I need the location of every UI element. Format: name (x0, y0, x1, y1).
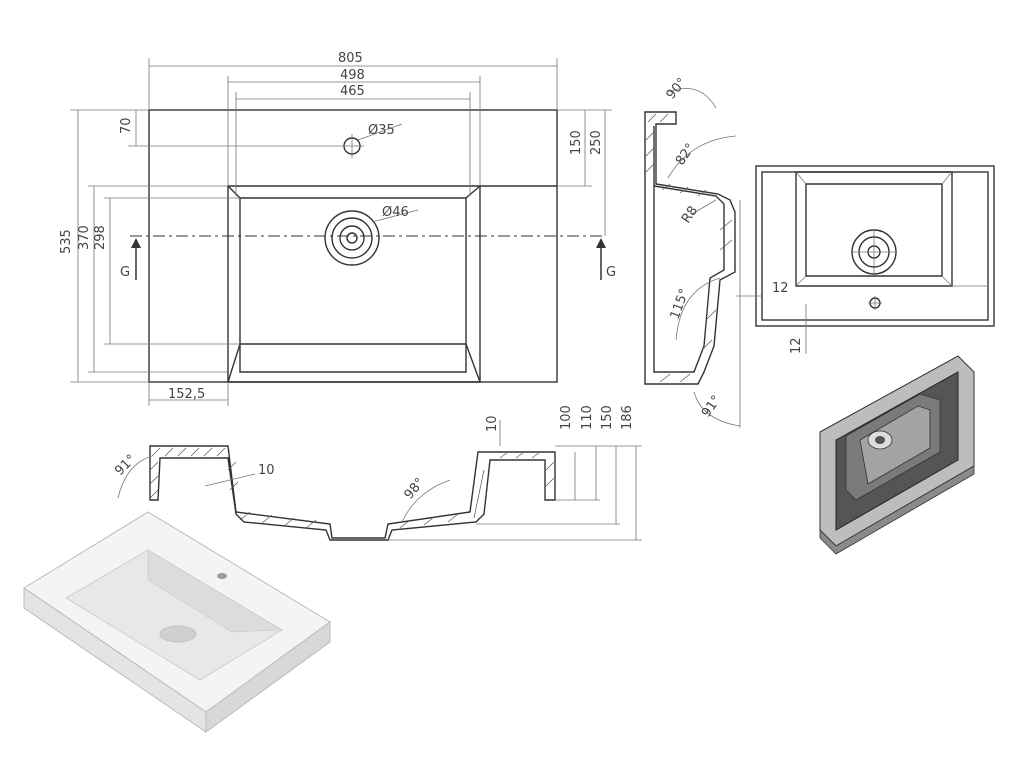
dim-tap-offset: 70 (119, 117, 134, 134)
dim-width-overall: 805 (338, 51, 363, 66)
dim-ledge-width: 152,5 (168, 387, 205, 402)
dim-150: 150 (569, 130, 584, 155)
bottom-view-outline (755, 165, 995, 327)
dim-depth-inner: 298 (93, 225, 108, 250)
angle-top: 90° (664, 75, 690, 102)
side-section: 90° 82° R8 115° 91° (644, 75, 741, 428)
basin-inner (239, 197, 467, 373)
angle-left: 91° (112, 452, 139, 479)
front-section: 10 10 91° 98° 100 110 150 186 (112, 405, 642, 541)
render-underside (819, 355, 975, 555)
dim-wall-top: 10 (485, 415, 500, 432)
dim-h110: 110 (580, 405, 595, 430)
section-label-right: G (606, 265, 616, 280)
angle-82: 82° (673, 141, 699, 168)
dim-depth-overall: 535 (59, 229, 74, 254)
dim-drain-diameter: Ø46 (382, 205, 409, 220)
radius-r8: R8 (679, 204, 701, 227)
angle-bottom: 91° (699, 393, 725, 420)
dim-bottom-thickness: 10 (258, 463, 275, 478)
dim-width-basin: 498 (340, 68, 365, 83)
basin-outer (227, 185, 481, 383)
front-section-profile (149, 445, 556, 541)
drain-center (346, 232, 358, 244)
dim-h186: 186 (620, 405, 635, 430)
render-top (23, 511, 331, 733)
top-view-outline (148, 109, 558, 383)
drain-outer (324, 210, 380, 266)
angle-basin: 98° (402, 475, 428, 502)
top-view: G G 805 498 465 152,5 Ø35 Ø46 535 (59, 51, 616, 406)
dim-tap-diameter: Ø35 (368, 123, 395, 138)
bottom-view: 12 12 (736, 165, 995, 354)
section-label-left: G (120, 265, 130, 280)
dim-depth-basin: 370 (77, 225, 92, 250)
dim-12-vertical: 12 (789, 337, 804, 354)
dim-250: 250 (589, 130, 604, 155)
dim-12-horizontal: 12 (772, 281, 789, 296)
dim-width-inner: 465 (340, 84, 365, 99)
dim-h150: 150 (600, 405, 615, 430)
angle-115: 115° (668, 287, 693, 322)
side-section-profile (644, 111, 736, 385)
dim-h100: 100 (559, 405, 574, 430)
